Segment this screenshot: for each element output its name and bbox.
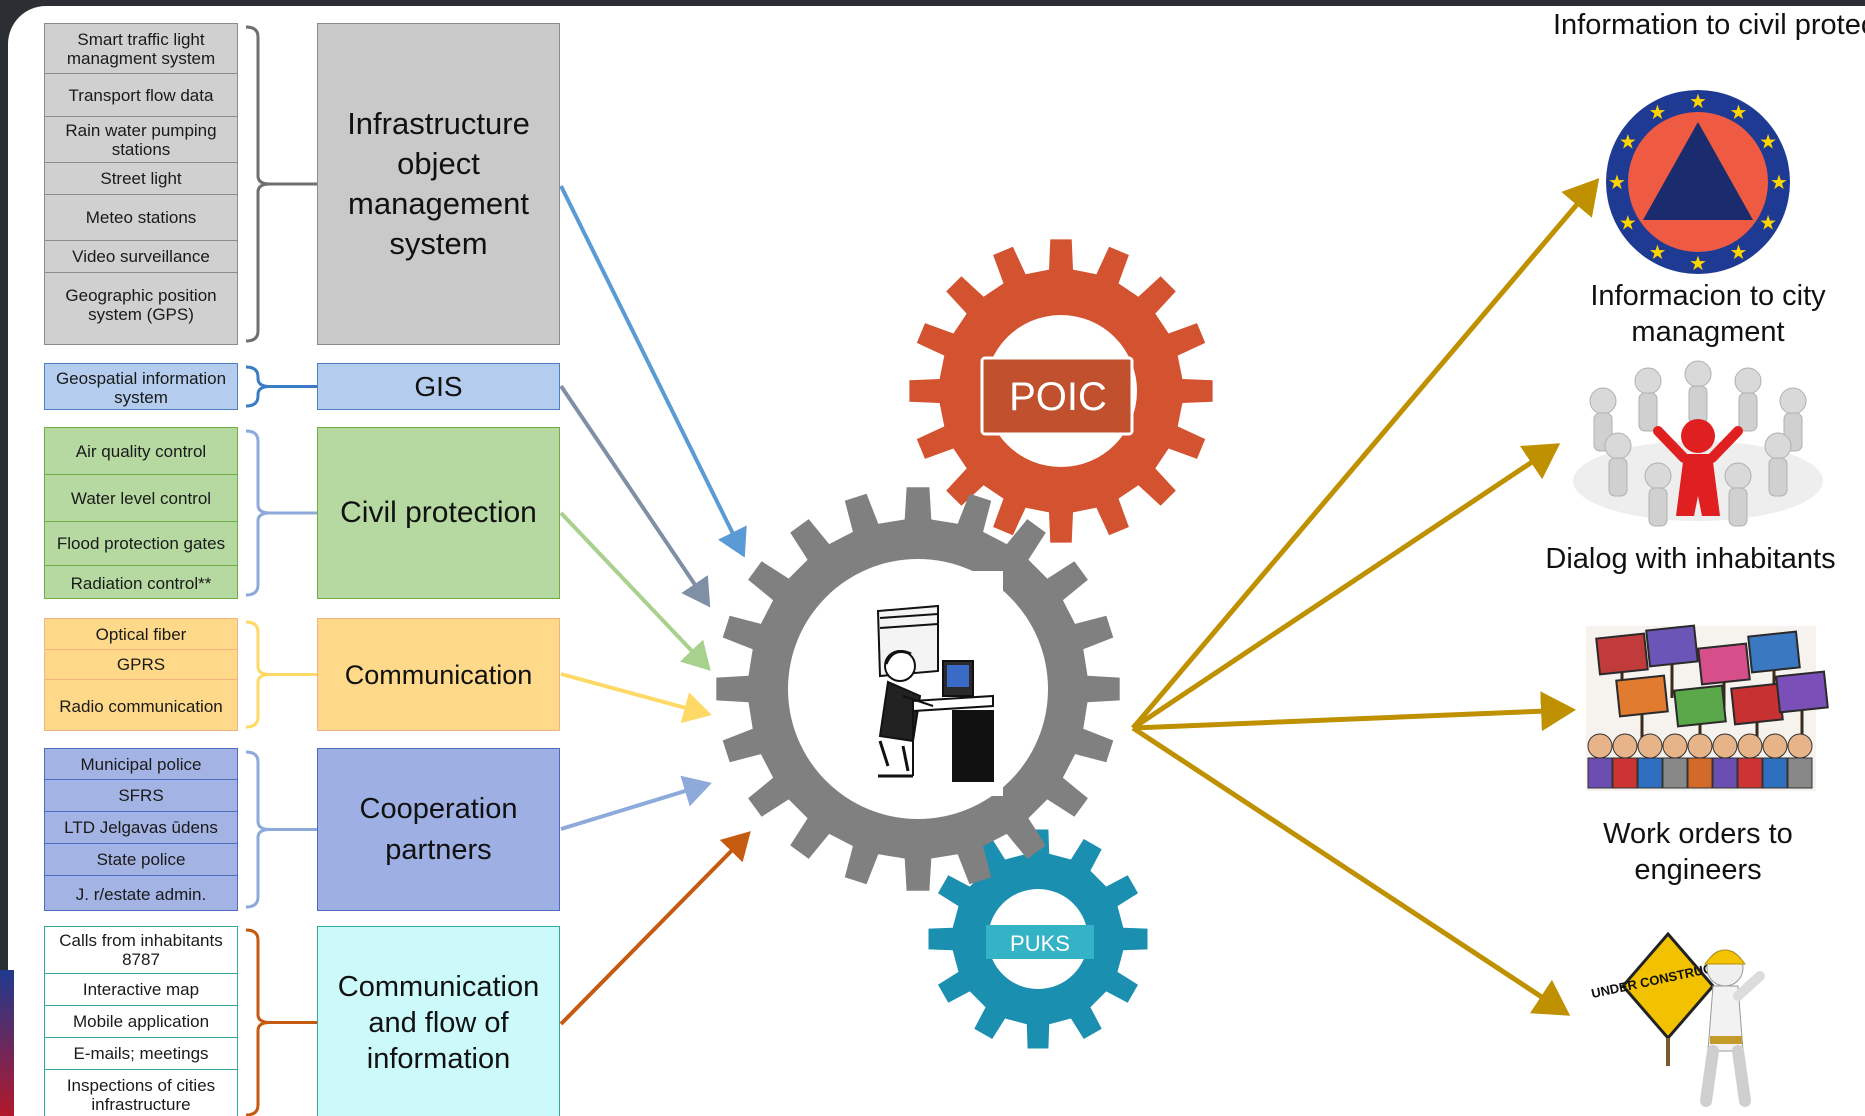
group-bracket	[245, 365, 271, 408]
svg-text:★: ★	[1689, 251, 1707, 275]
item-cell: Water level control	[45, 475, 237, 522]
output-arrow	[1131, 725, 1571, 1016]
category-label: Civil protection	[340, 496, 537, 529]
category-box: GIS	[317, 363, 560, 410]
item-cell: GPRS	[45, 650, 237, 680]
category-box: Civil protection	[317, 427, 560, 599]
slide-corner-accent	[0, 970, 14, 1116]
group-bracket	[245, 25, 271, 343]
svg-text:★: ★	[1619, 211, 1637, 235]
item-cell: Street light	[45, 163, 237, 195]
svg-text:★: ★	[1619, 130, 1637, 154]
item-cell: Calls from inhabitants 8787	[45, 927, 237, 974]
svg-text:★: ★	[1689, 89, 1707, 113]
output-arrow	[1131, 443, 1561, 731]
item-cell: Smart traffic light managment system	[45, 24, 237, 74]
group-bracket	[245, 429, 271, 597]
civil-protection-emblem-icon: ★ ★ ★ ★ ★ ★ ★ ★ ★ ★ ★ ★	[1606, 89, 1790, 275]
output-label-city-management: Informacion to city managment	[1590, 280, 1826, 348]
category-box: Infrastructure object management system	[317, 23, 560, 345]
under-construction-icon: UNDER CONSTRUCTION	[1590, 931, 1765, 1107]
puks-badge	[986, 925, 1094, 959]
group-bracket	[245, 928, 271, 1116]
item-cell: Interactive map	[45, 974, 237, 1006]
item-cell: SFRS	[45, 780, 237, 812]
puks-label: PUKS	[1010, 931, 1070, 956]
category-box: Cooperation partners	[317, 748, 560, 911]
svg-text:★: ★	[1770, 170, 1788, 194]
svg-text:★: ★	[1649, 100, 1667, 124]
item-cell: Air quality control	[45, 428, 237, 475]
item-cell: Radiation control**	[70, 573, 212, 593]
category-label: Communication	[344, 659, 533, 690]
item-cell: Meteo stations	[45, 195, 237, 241]
svg-text:★: ★	[1759, 130, 1777, 154]
item-cell: Transport flow data	[45, 74, 237, 117]
item-cell: LTD Jelgavas ūdens	[45, 812, 237, 844]
item-cell: Geographic position system (GPS)	[65, 286, 217, 324]
item-cell: Municipal police	[45, 749, 237, 780]
diagram-svg: POIC PUKS ★ ★ ★ ★ ★ ★ ★ ★ ★ ★ ★ ★ UNDER CONSTRUCTION	[245, 25, 1829, 1116]
item-list-group-2: Geospatial information system	[44, 363, 238, 410]
category-label: Infrastructure object management system	[347, 106, 530, 261]
protest-crowd-icon	[1586, 624, 1829, 791]
input-arrow	[560, 775, 712, 831]
svg-text:★: ★	[1730, 240, 1748, 264]
input-arrow	[560, 672, 712, 724]
people-circle-icon	[1573, 360, 1823, 527]
poic-label: POIC	[1009, 375, 1107, 419]
svg-text:★: ★	[1759, 211, 1777, 235]
item-cell: E-mails; meetings	[45, 1038, 237, 1070]
group-bracket	[245, 620, 271, 729]
input-arrow	[559, 831, 751, 1026]
item-cell: Geospatial information system	[55, 368, 227, 407]
output-label-dialog: Dialog with inhabitants	[1545, 543, 1836, 575]
slide-canvas: POIC PUKS ★ ★ ★ ★ ★ ★ ★ ★ ★ ★ ★ ★ UNDER CONSTRUCTION S…	[8, 6, 1865, 1116]
input-arrow	[559, 384, 711, 608]
item-cell: J. r/estate admin.	[75, 884, 207, 904]
operator-at-computer-icon	[863, 571, 1003, 796]
category-box: Communication	[317, 618, 560, 731]
category-label: GIS	[414, 370, 463, 402]
input-arrow	[559, 185, 747, 558]
item-cell: Mobile application	[45, 1006, 237, 1038]
output-label-work-orders: Work orders to engineers	[1603, 818, 1793, 886]
category-label: Communication and flow of information	[337, 970, 540, 1075]
svg-text:★: ★	[1730, 100, 1748, 124]
svg-text:★: ★	[1608, 170, 1626, 194]
item-cell: Video surveillance	[45, 241, 237, 273]
input-arrow	[559, 511, 711, 671]
svg-text:★: ★	[1649, 240, 1667, 264]
poic-badge	[980, 356, 1134, 436]
category-label: Cooperation partners	[359, 792, 518, 866]
group-bracket	[245, 750, 271, 909]
output-label-civil-protection: Information to civil protection commissi…	[1553, 9, 1865, 41]
item-cell: Inspections of cities infrastructure	[66, 1076, 216, 1114]
item-cell: State police	[45, 844, 237, 876]
item-cell: Optical fiber	[45, 619, 237, 650]
item-cell: Flood protection gates	[45, 522, 237, 566]
output-arrow	[1132, 691, 1576, 732]
category-box: Communication and flow of information	[317, 926, 560, 1116]
item-cell: Rain water pumping stations	[45, 117, 237, 163]
output-arrow	[1131, 178, 1600, 730]
item-cell: Radio communication	[59, 696, 223, 716]
